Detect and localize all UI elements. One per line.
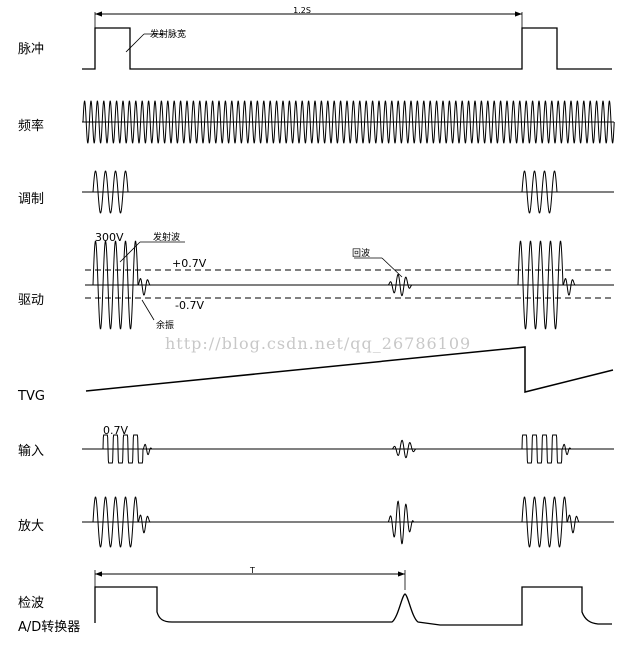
- modulation-burst: [92, 170, 129, 214]
- residual-ring: [562, 278, 583, 296]
- input-row: 0.7V: [82, 424, 614, 464]
- detect-row: T: [94, 566, 612, 626]
- plus07-label: +0.7V: [172, 257, 207, 270]
- pulse-row: 1.2S 发射脉宽: [82, 6, 612, 70]
- echo-label: 回波: [352, 247, 370, 259]
- transmit-burst: [517, 240, 564, 330]
- period-label: 1.2S: [293, 6, 311, 15]
- input-clipped-burst: [521, 434, 563, 464]
- amplified-burst: [92, 496, 139, 548]
- input-ring: [561, 443, 576, 456]
- amplified-echo: [387, 500, 415, 545]
- label-adc: A/D转换器: [18, 620, 81, 635]
- amplified-ring: [137, 514, 158, 534]
- frequency-row: [82, 100, 615, 144]
- transmit-wave-label: 发射波: [153, 231, 180, 243]
- label-frequency: 频率: [18, 119, 45, 134]
- v300-label: 300V: [95, 231, 124, 244]
- modulation-row: [82, 170, 614, 214]
- label-pulse: 脉冲: [18, 42, 45, 57]
- label-amplify: 放大: [18, 519, 45, 534]
- residual-label: 余振: [156, 319, 174, 331]
- minus07-label: -0.7V: [175, 299, 204, 312]
- pulse-waveform: [82, 27, 612, 70]
- label-tvg: TVG: [18, 389, 45, 404]
- label-modulation: 调制: [18, 192, 45, 207]
- label-drive: 驱动: [18, 293, 45, 308]
- residual-ring: [137, 278, 158, 296]
- drive-row: 300V 发射波 +0.7V -0.7V 回波 余振: [85, 231, 614, 331]
- tvg-row: [85, 346, 614, 393]
- input-ring: [142, 443, 157, 456]
- tvg-ramp: [85, 346, 614, 393]
- input07-label: 0.7V: [103, 424, 128, 437]
- input-echo: [391, 439, 417, 459]
- detected-envelope: [94, 586, 612, 626]
- transmit-burst: [92, 240, 139, 330]
- echo-wave: [387, 273, 413, 297]
- amplified-ring: [566, 514, 587, 534]
- watermark: http://blog.csdn.net/qq_26786109: [165, 334, 471, 353]
- label-input: 输入: [18, 444, 45, 459]
- carrier-sine-wave: [82, 100, 615, 144]
- pulse-width-label: 发射脉宽: [150, 28, 186, 40]
- label-detect: 检波: [18, 596, 45, 611]
- amplified-burst: [521, 496, 568, 548]
- amplify-row: [82, 496, 614, 548]
- tau-label: T: [249, 566, 255, 575]
- input-clipped-burst: [102, 434, 144, 464]
- modulation-burst: [521, 170, 558, 214]
